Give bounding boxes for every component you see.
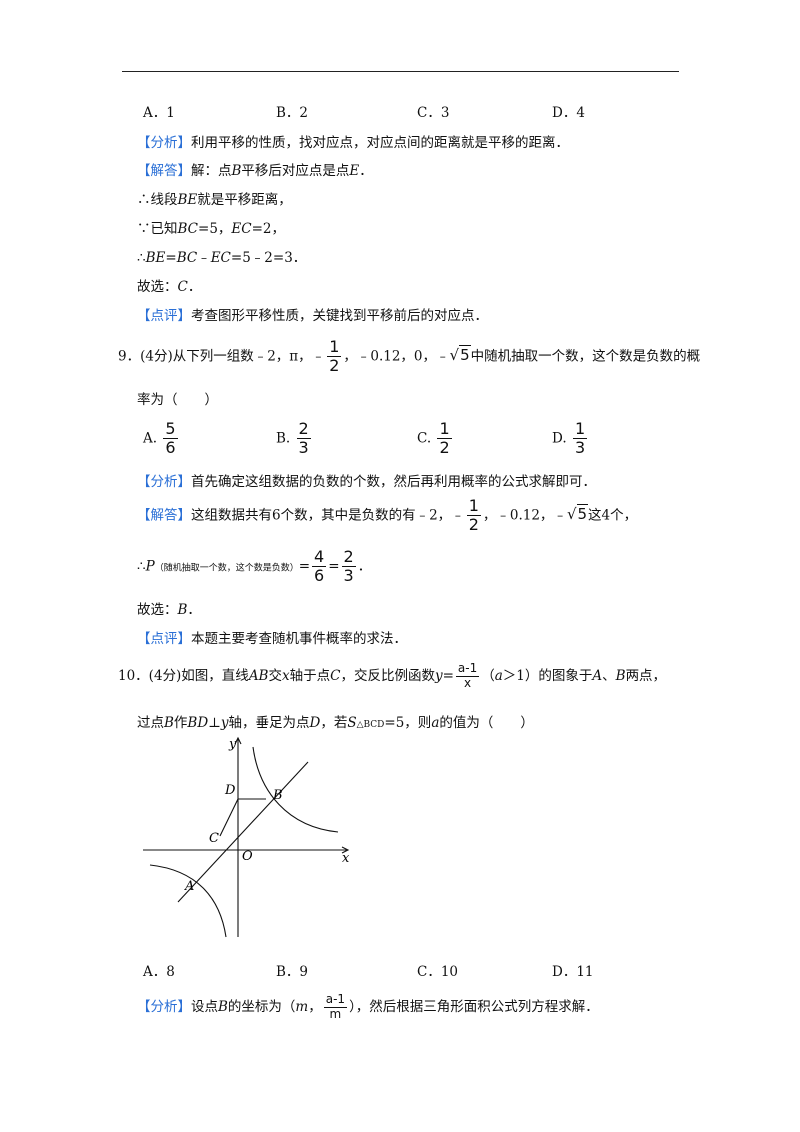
q8-solution: 【解答】解：点B平移后对应点是点E． [137, 163, 373, 179]
q8-answer: 故选：C． [137, 279, 202, 295]
label-y: y [228, 737, 237, 752]
label-a: A [184, 879, 194, 894]
solution-tag: 【解答】 [137, 163, 191, 179]
q9-stem-line2: 率为（ ） [137, 392, 218, 408]
label-x: x [342, 851, 350, 866]
q10-figure: y x D B C O A [143, 736, 350, 938]
sqrt-5: √5 [449, 345, 471, 365]
q10-stem-line2: 过点B作BD⊥y轴，垂足为点D，若S△BCD=5，则a的值为（ ） [137, 715, 534, 731]
q10-option-c: C．10 [417, 964, 459, 980]
line-ab [177, 761, 309, 903]
segment-cd [219, 798, 239, 837]
q10-option-a: A．8 [143, 964, 175, 980]
q8-option-b: B．2 [276, 105, 309, 121]
q8-option-a: A．1 [143, 105, 175, 121]
q10-option-d: D．11 [552, 964, 594, 980]
q9-review: 【点评】本题主要考查随机事件概率的求法． [137, 631, 407, 647]
y-arrow [234, 736, 242, 745]
hyperbola-branch-left [149, 864, 227, 938]
review-tag: 【点评】 [137, 308, 191, 324]
label-d: D [224, 783, 236, 798]
label-c: C [209, 831, 219, 846]
q8-option-c: C．3 [417, 105, 450, 121]
q8-solution-line2: ∴线段BE就是平移距离， [137, 192, 292, 208]
q8-review: 【点评】考查图形平移性质，关键找到平移前后的对应点． [137, 308, 488, 324]
hyperbola-branch-right [252, 746, 339, 833]
q9-answer: 故选：B． [137, 602, 201, 618]
q9-analysis: 【分析】首先确定这组数据的负数的个数，然后再利用概率的公式求解即可． [137, 474, 596, 490]
q8-solution-line3: ∵已知BC=5，EC=2， [137, 221, 286, 237]
analysis-tag: 【分析】 [137, 135, 191, 151]
q10-option-b: B．9 [276, 964, 309, 980]
q8-solution-line4: ∴BE=BC﹣EC=5﹣2=3． [137, 250, 307, 266]
label-o: O [242, 849, 253, 864]
label-b: B [272, 788, 283, 803]
header-rule [122, 71, 679, 72]
x-arrow [341, 846, 350, 854]
q8-analysis: 【分析】利用平移的性质，找对应点，对应点间的距离就是平移的距离． [137, 135, 569, 151]
q8-option-d: D．4 [552, 105, 585, 121]
